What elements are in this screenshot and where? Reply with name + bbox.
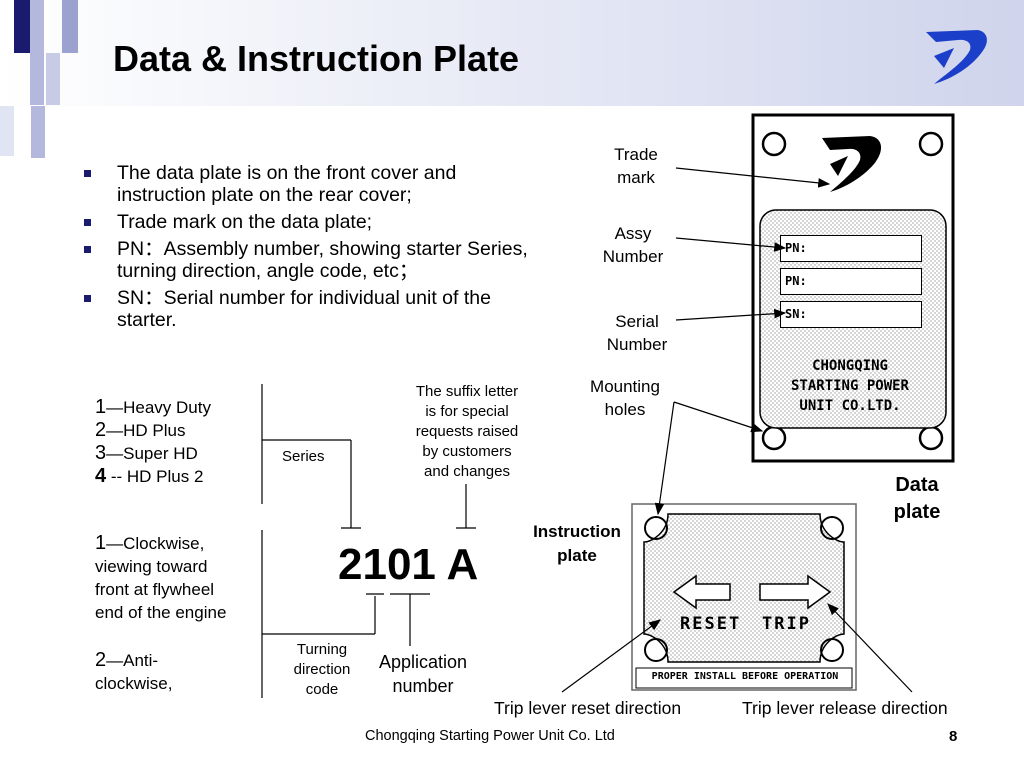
- direction-label: Clockwise,: [123, 534, 205, 553]
- sn-field: SN:: [780, 301, 922, 328]
- label-line: holes: [604, 400, 646, 419]
- field-label: PN:: [785, 241, 807, 255]
- series-label: HD Plus: [123, 421, 186, 440]
- pn-field-2: PN:: [780, 268, 922, 295]
- series-number: 1: [95, 396, 107, 418]
- mounting-holes-label: Mounting holes: [578, 375, 672, 421]
- bullet-list: The data plate is on the front cover and…: [80, 162, 540, 336]
- note-line: requests raised: [415, 423, 519, 440]
- series-number: 3: [95, 442, 107, 464]
- label-line: Number: [602, 247, 664, 266]
- company-line: CHONGQING: [812, 358, 888, 374]
- reset-arrow-icon: [672, 574, 731, 610]
- assembly-code: 2101 A: [338, 540, 479, 589]
- series-item: 3—Super HD: [95, 442, 211, 465]
- series-item: 4 -- HD Plus 2: [95, 465, 211, 488]
- slide-title: Data & Instruction Plate: [113, 38, 520, 79]
- series-label-text: Series: [282, 448, 325, 465]
- direction-text: end of the engine: [95, 603, 227, 622]
- series-label: Heavy Duty: [123, 398, 211, 417]
- plate-notice: PROPER INSTALL BEFORE OPERATION: [651, 671, 839, 682]
- data-plate-caption: Data plate: [876, 472, 958, 526]
- application-number-label: Application number: [365, 650, 481, 698]
- caption-line: Data: [895, 474, 939, 496]
- instruction-plate-drawing: [631, 503, 857, 691]
- header-decoration: [0, 106, 14, 156]
- direction-item: 1—Clockwise, viewing toward front at fly…: [95, 532, 226, 624]
- direction-text: viewing toward: [95, 557, 208, 576]
- serial-number-label: Serial Number: [597, 310, 677, 356]
- note-line: by customers: [422, 443, 512, 460]
- label-line: Trade: [614, 145, 658, 164]
- label-line: code: [305, 681, 339, 698]
- header-decoration: [31, 106, 45, 158]
- trade-mark-icon: [822, 136, 882, 192]
- header-decoration: [46, 53, 60, 105]
- trip-text: TRIP: [762, 614, 811, 634]
- trip-reset-caption: Trip lever reset direction: [494, 698, 682, 718]
- bullet-item: SN：Serial number for individual unit of …: [80, 287, 540, 331]
- series-separator: --: [106, 467, 127, 486]
- footer-company: Chongqing Starting Power Unit Co. Ltd: [365, 728, 615, 744]
- header-decoration: [30, 0, 44, 105]
- direction-separator: —: [106, 534, 124, 553]
- series-item: 1—Heavy Duty: [95, 396, 211, 419]
- header-decoration: [14, 0, 30, 53]
- company-line: STARTING POWER: [790, 378, 909, 394]
- trade-mark-label: Trade mark: [596, 143, 676, 189]
- bullet-item: PN：Assembly number, showing starter Seri…: [80, 238, 540, 282]
- direction-separator: —: [106, 651, 124, 670]
- instruction-plate-caption: Instruction plate: [522, 520, 632, 568]
- label-line: Number: [606, 335, 668, 354]
- bullet-item: Trade mark on the data plate;: [80, 211, 540, 233]
- label-line: Turning: [296, 641, 348, 658]
- label-line: mark: [617, 168, 655, 187]
- series-label: Super HD: [123, 444, 198, 463]
- direction-label: Anti-: [123, 651, 159, 670]
- company-line: UNIT CO.LTD.: [799, 398, 901, 414]
- turning-direction-label: Turning direction code: [280, 640, 364, 700]
- series-number: 4: [95, 465, 107, 487]
- plate-company-name: CHONGQING STARTING POWER UNIT CO.LTD.: [770, 356, 930, 416]
- series-separator: —: [106, 444, 124, 463]
- assy-number-label: Assy Number: [593, 222, 673, 268]
- series-list: 1—Heavy Duty 2—HD Plus 3—Super HD 4 -- H…: [95, 396, 211, 488]
- field-label: SN:: [785, 307, 807, 321]
- caption-line: Instruction: [533, 522, 621, 541]
- label-line: Application: [378, 652, 468, 672]
- direction-text: front at flywheel: [95, 580, 215, 599]
- label-line: number: [392, 676, 454, 696]
- direction-item: 2—Anti- clockwise,: [95, 649, 172, 695]
- label-line: Assy: [614, 224, 652, 243]
- header-decoration: [62, 0, 78, 53]
- direction-number: 1: [95, 532, 107, 554]
- reset-text: RESET: [680, 614, 742, 634]
- series-number: 2: [95, 419, 107, 441]
- caption-line: plate: [893, 501, 941, 523]
- series-label: HD Plus 2: [126, 467, 204, 486]
- caption-line: plate: [557, 546, 597, 565]
- page-number: 8: [949, 728, 958, 745]
- trip-arrow-icon: [759, 574, 832, 610]
- trip-release-caption: Trip lever release direction: [742, 698, 948, 718]
- company-logo-icon: [926, 30, 987, 84]
- note-line: The suffix letter: [415, 383, 519, 400]
- series-separator: —: [106, 421, 124, 440]
- series-separator: —: [106, 398, 124, 417]
- note-line: is for special: [425, 403, 509, 420]
- series-item: 2—HD Plus: [95, 419, 211, 442]
- direction-text: clockwise,: [95, 674, 173, 693]
- bullet-item: The data plate is on the front cover and…: [80, 162, 540, 206]
- suffix-note: The suffix letter is for special request…: [403, 382, 531, 482]
- direction-number: 2: [95, 649, 107, 671]
- label-line: Mounting: [590, 377, 660, 396]
- pn-field-1: PN:: [780, 235, 922, 262]
- label-line: Serial: [615, 312, 659, 331]
- label-line: direction: [293, 661, 351, 678]
- note-line: and changes: [424, 463, 510, 480]
- field-label: PN:: [785, 274, 807, 288]
- header-band: [0, 0, 1024, 106]
